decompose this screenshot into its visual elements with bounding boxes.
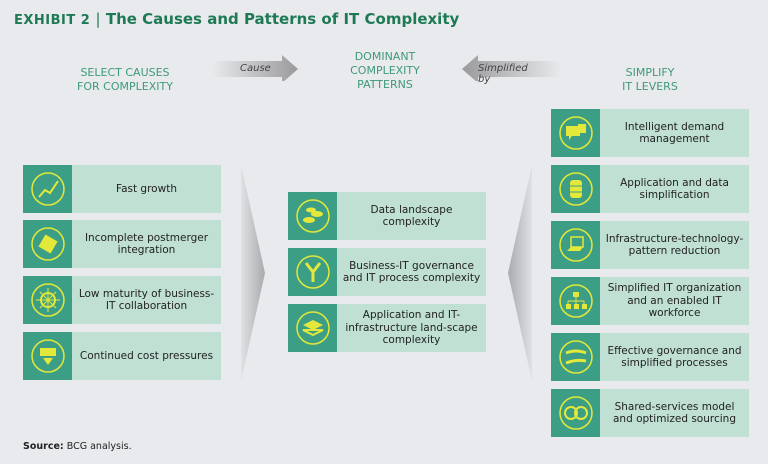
- arrows-icon: [558, 340, 593, 374]
- cause-box: Low maturity of business-IT collaboratio…: [23, 276, 221, 324]
- source-note: Source: BCG analysis.: [23, 441, 132, 452]
- database-icon: [558, 172, 593, 206]
- coins-icon: [295, 199, 330, 233]
- icon-tile: [23, 276, 72, 324]
- icon-tile: [551, 109, 600, 157]
- lever-box: Shared-services model and optimized sour…: [551, 389, 749, 437]
- chat-icon: [558, 116, 593, 150]
- icon-tile: [551, 165, 600, 213]
- compress-icon: [30, 339, 65, 373]
- lever-box: Application and data simplification: [551, 165, 749, 213]
- cause-label: Cause: [240, 63, 271, 74]
- lever-box: Simplified IT organization and an enable…: [551, 277, 749, 325]
- box-label: Fast growth: [116, 182, 177, 195]
- icon-tile: [551, 389, 600, 437]
- rings-icon: [558, 396, 593, 430]
- simplified-arrow: [462, 55, 562, 81]
- right-chevron: [508, 165, 532, 381]
- box-label: Incomplete postmerger integration: [84, 231, 209, 257]
- cause-box: Fast growth: [23, 165, 221, 213]
- box-label: Business-IT governance and IT process co…: [342, 259, 481, 285]
- icon-tile: [288, 192, 337, 240]
- icon-tile: [551, 277, 600, 325]
- box-label: Continued cost pressures: [79, 349, 214, 362]
- exhibit-number: EXHIBIT 2: [14, 13, 91, 28]
- layers-icon: [295, 311, 330, 345]
- puzzle-icon: [30, 227, 65, 261]
- icon-tile: [23, 220, 72, 268]
- icon-tile: [551, 221, 600, 269]
- box-label: Application and IT-infrastructure land-s…: [345, 309, 478, 347]
- heading-patterns: DOMINANT COMPLEXITY PATTERNS: [350, 50, 420, 91]
- lever-box: Intelligent demand management: [551, 109, 749, 157]
- box-label: Intelligent demand management: [624, 120, 725, 146]
- box-label: Infrastructure-technology-pattern reduct…: [605, 232, 744, 258]
- pattern-box: Business-IT governance and IT process co…: [288, 248, 486, 296]
- separator: |: [95, 10, 101, 28]
- heading-levers: SIMPLIFY IT LEVERS: [622, 66, 678, 93]
- lever-box: Effective governance and simplified proc…: [551, 333, 749, 381]
- icon-tile: [551, 333, 600, 381]
- cause-arrow: [212, 55, 298, 81]
- title-text: The Causes and Patterns of IT Complexity: [105, 10, 460, 28]
- wheel-icon: [30, 283, 65, 317]
- icon-tile: [23, 332, 72, 380]
- cause-box: Incomplete postmerger integration: [23, 220, 221, 268]
- source-label: Source:: [23, 441, 64, 452]
- icon-tile: [23, 165, 72, 213]
- icon-tile: [288, 248, 337, 296]
- box-label: Low maturity of business-IT collaboratio…: [78, 287, 215, 313]
- left-chevron: [241, 165, 265, 381]
- exhibit-title: EXHIBIT 2 | The Causes and Patterns of I…: [14, 10, 459, 28]
- source-text: BCG analysis.: [66, 441, 132, 452]
- lever-box: Infrastructure-technology-pattern reduct…: [551, 221, 749, 269]
- pattern-box: Data landscape complexity: [288, 192, 486, 240]
- box-label: Effective governance and simplified proc…: [607, 344, 742, 370]
- box-label: Application and data simplification: [620, 176, 729, 202]
- heading-causes: SELECT CAUSES FOR COMPLEXITY: [77, 66, 173, 93]
- laptop-icon: [558, 228, 593, 262]
- icon-tile: [288, 304, 337, 352]
- box-label: Shared-services model and optimized sour…: [613, 400, 736, 426]
- pattern-box: Application and IT-infrastructure land-s…: [288, 304, 486, 352]
- box-label: Data landscape complexity: [370, 203, 453, 229]
- cause-box: Continued cost pressures: [23, 332, 221, 380]
- org-chart-icon: [558, 284, 593, 318]
- merge-icon: [295, 255, 330, 289]
- box-label: Simplified IT organization and an enable…: [607, 282, 742, 320]
- simplified-label: Simplified by: [478, 63, 528, 85]
- growth-chart-icon: [30, 172, 65, 206]
